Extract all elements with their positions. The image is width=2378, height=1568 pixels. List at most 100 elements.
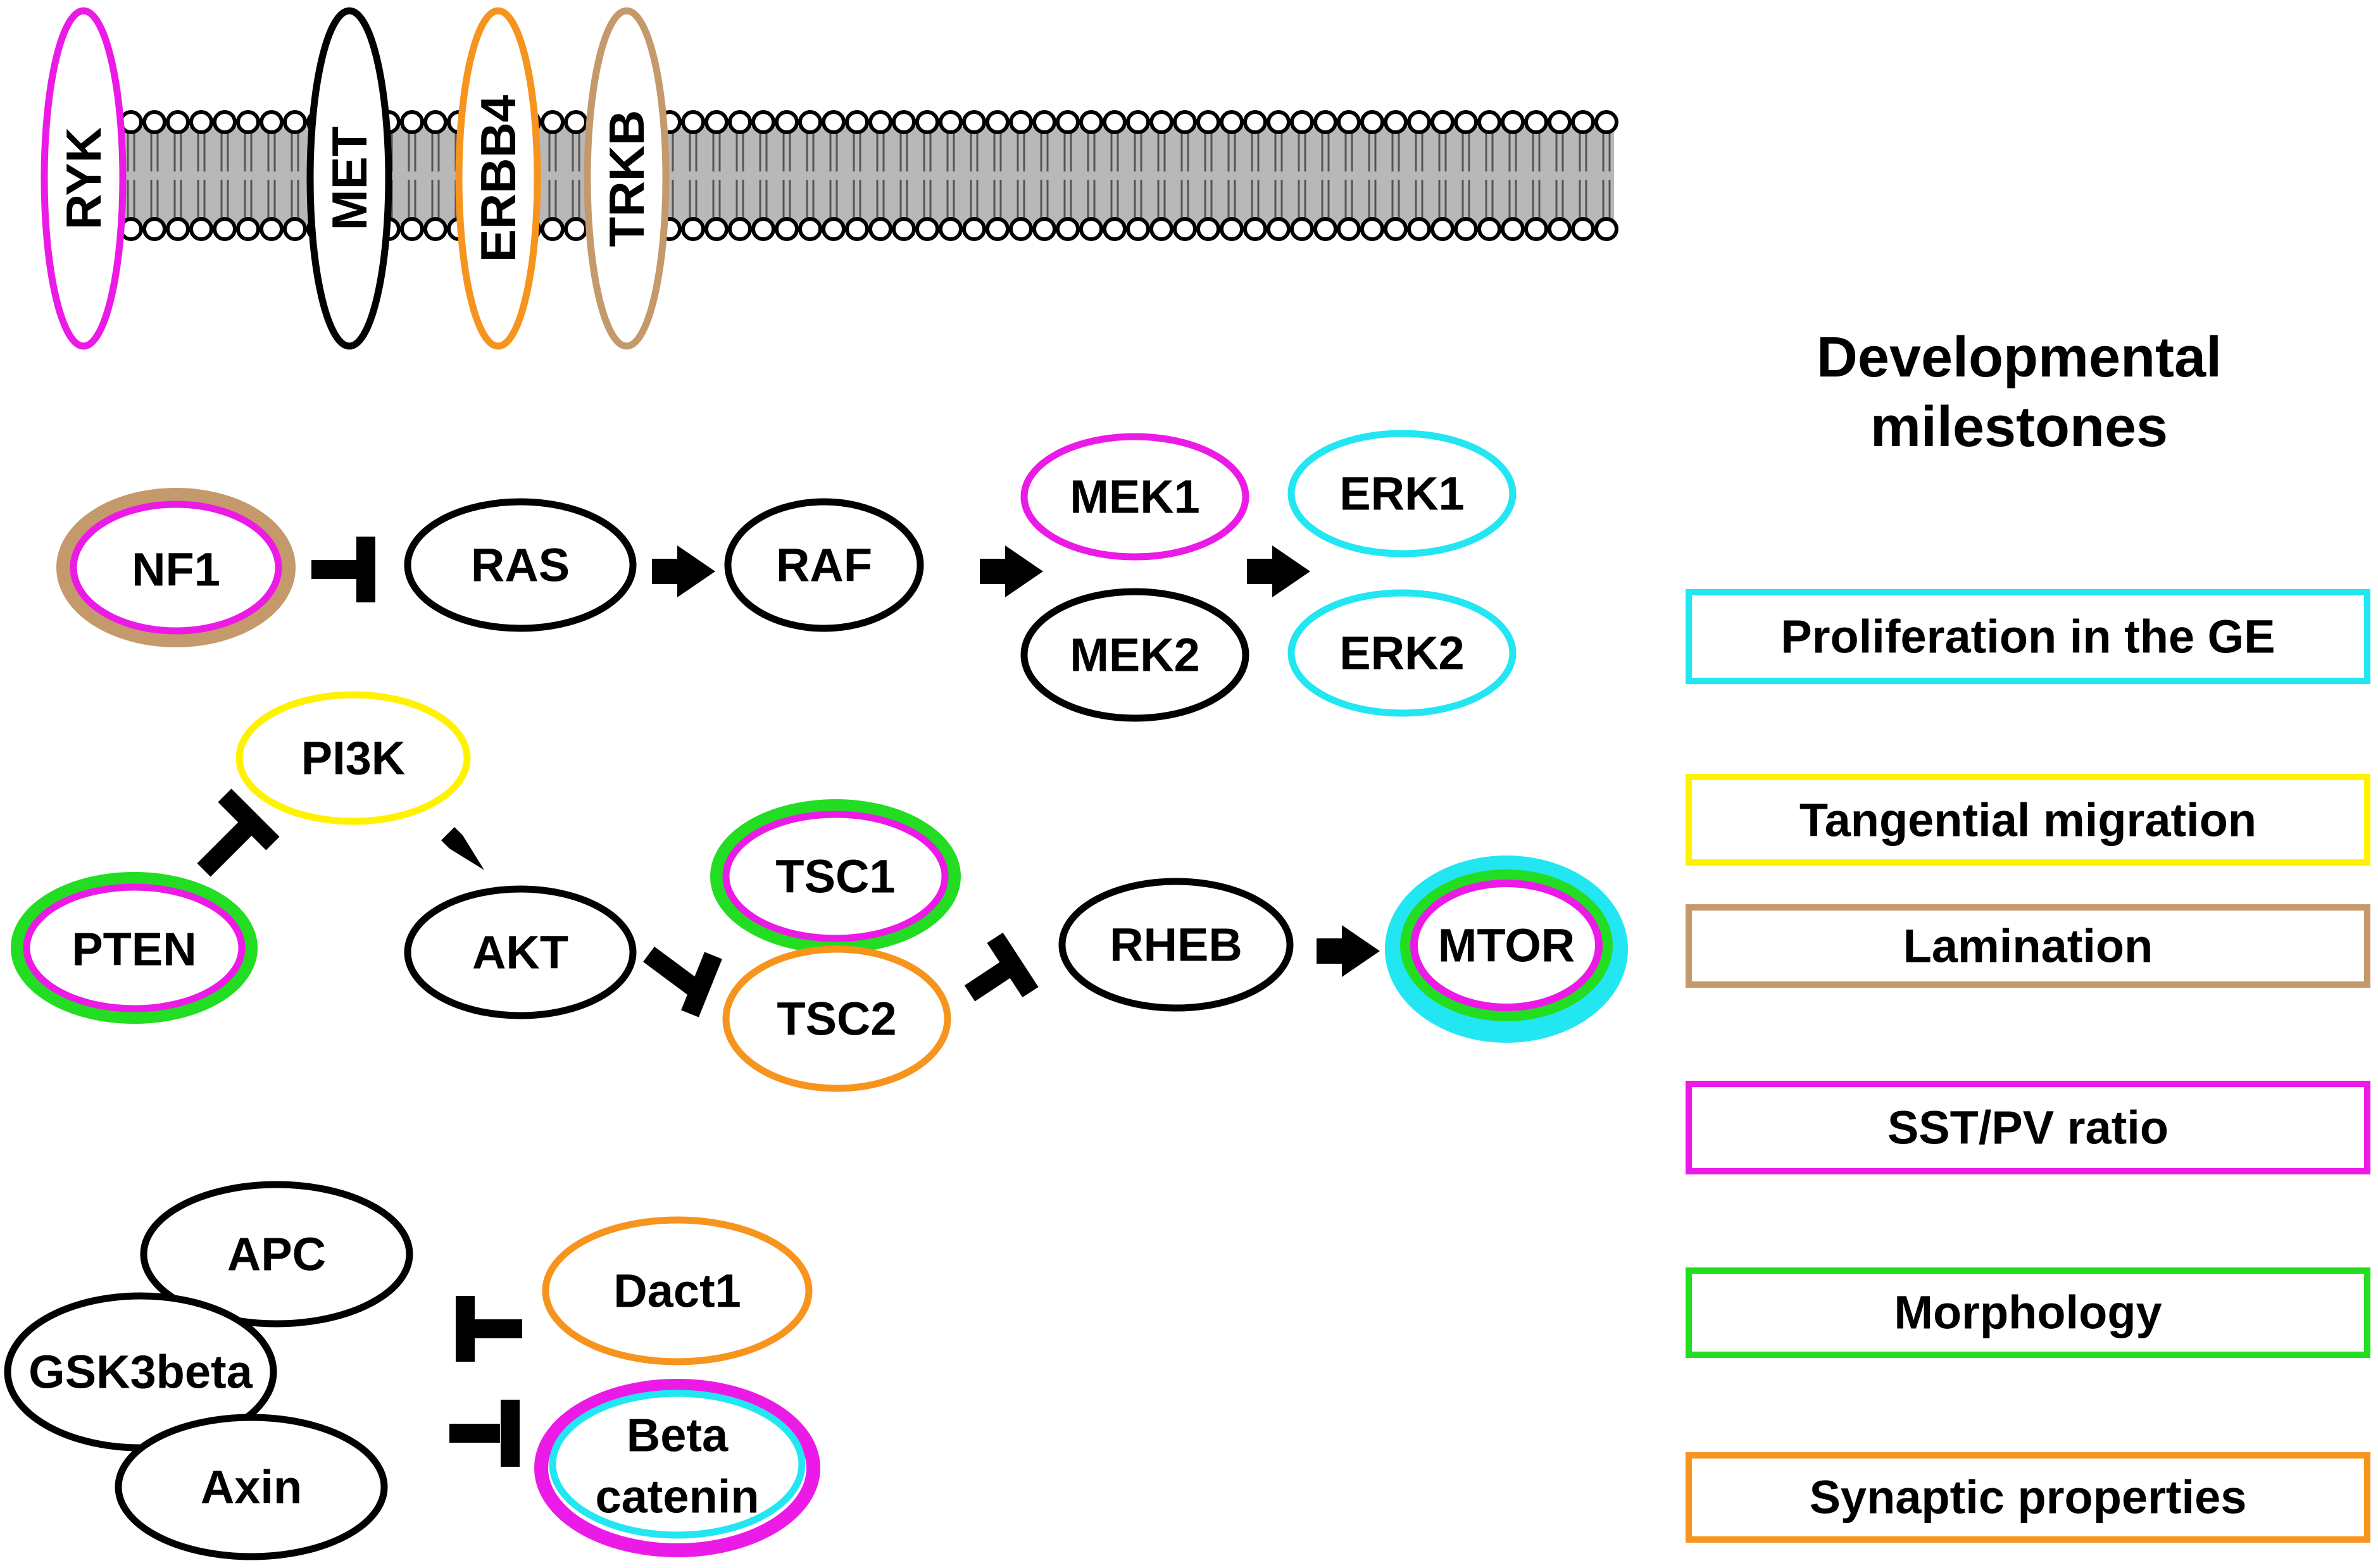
lipid-tail	[127, 132, 135, 171]
beta-catenin-outer-ring	[534, 1379, 820, 1557]
inhibit-pten-pi3k	[197, 788, 280, 877]
node-akt: AKT	[404, 885, 637, 1019]
lipid-head	[751, 110, 775, 134]
lipid-tail	[197, 180, 206, 219]
receptor-trkb-label: TRKB	[599, 110, 654, 247]
nf1-inner-ring	[70, 501, 282, 635]
lipid-head	[845, 217, 869, 241]
inhibit-pten-pi3k-bar	[218, 788, 280, 850]
arrow-ras-raf	[652, 545, 715, 597]
lipid-tail	[1321, 132, 1330, 171]
lipid-tail	[946, 132, 955, 171]
lipid-tail	[1391, 132, 1400, 171]
legend-box-synaptic-properties	[1686, 1452, 2370, 1543]
lipid-head	[1290, 217, 1314, 241]
akt-ring	[404, 885, 637, 1019]
inhibit-akt-tsc	[643, 946, 722, 1017]
lipid-head	[822, 110, 846, 134]
mek1-label: MEK1	[1070, 471, 1200, 523]
receptor-erbb4: ERBB4	[455, 7, 541, 350]
lipid-tail	[1579, 132, 1587, 171]
receptor-trkb: TRKB	[584, 7, 670, 350]
lipid-tail	[1063, 180, 1072, 219]
legend-box-tangential-migration	[1686, 774, 2370, 866]
ras-ring	[404, 498, 637, 632]
legend-item-tangential-migration: Tangential migration	[1686, 774, 2370, 866]
receptor-met: MET	[306, 7, 392, 350]
lipid-tail	[1415, 132, 1424, 171]
lipid-head	[213, 217, 237, 241]
apc-label: APC	[227, 1228, 326, 1281]
lipid-head	[1571, 110, 1595, 134]
lipid-head	[564, 110, 588, 134]
lipid-tail	[572, 180, 580, 219]
lipid-head	[1056, 217, 1080, 241]
lipid-tail	[1602, 180, 1611, 219]
lipid-head	[1149, 217, 1173, 241]
lipid-tail	[572, 132, 580, 171]
mtor-center	[1418, 887, 1595, 1004]
legend-item-morphology: Morphology	[1686, 1267, 2370, 1358]
lipid-head	[915, 110, 939, 134]
lipid-tail	[150, 180, 159, 219]
lipid-head	[728, 217, 752, 241]
lipid-tail	[1017, 180, 1025, 219]
inhibit-pten-pi3k-shaft	[197, 819, 255, 877]
lipid-head	[1384, 110, 1408, 134]
lipid-tail	[1251, 180, 1260, 219]
rheb-label: RHEB	[1110, 919, 1242, 971]
dact1-ring	[542, 1216, 813, 1366]
lipid-tail	[876, 180, 885, 219]
lipid-tail	[806, 132, 815, 171]
erk1-label: ERK1	[1339, 468, 1464, 520]
lipid-head	[986, 110, 1010, 134]
node-mek1: MEK1	[1020, 433, 1249, 561]
nf1-outer-ring	[56, 488, 296, 647]
receptor-ryk-label: RYK	[56, 127, 111, 230]
lipid-head	[868, 110, 892, 134]
lipid-tail	[1555, 180, 1564, 219]
node-tsc2: TSC2	[722, 945, 951, 1092]
lipid-tail	[1110, 132, 1119, 171]
lipid-tail	[1110, 180, 1119, 219]
lipid-head	[1032, 217, 1056, 241]
node-ras: RAS	[404, 498, 637, 632]
lipid-head	[728, 110, 752, 134]
lipid-tail	[853, 180, 861, 219]
lipid-tail	[782, 180, 791, 219]
lipid-tail	[1227, 132, 1236, 171]
lipid-head	[1501, 217, 1525, 241]
lipid-tail	[1415, 180, 1424, 219]
lipid-head	[1079, 217, 1103, 241]
pi3k-label: PI3K	[301, 732, 406, 785]
lipid-tail	[1461, 132, 1470, 171]
lipid-head	[775, 217, 799, 241]
node-pi3k: PI3K	[235, 691, 471, 825]
lipid-tail	[759, 132, 768, 171]
lipid-head	[1009, 217, 1033, 241]
node-erk2: ERK2	[1287, 589, 1517, 717]
lipid-head	[1126, 110, 1150, 134]
lipid-head	[1173, 110, 1197, 134]
legend-label-proliferation: Proliferation in the GE	[1780, 611, 2275, 663]
legend-label-tangential-migration: Tangential migration	[1799, 794, 2256, 847]
lipid-tail	[970, 180, 979, 219]
lipid-head	[236, 217, 260, 241]
lipid-head	[892, 110, 916, 134]
inhibit-akt-tsc-bar	[681, 952, 722, 1017]
lipid-head	[681, 110, 705, 134]
lipid-tail	[735, 180, 744, 219]
legend-item-proliferation: Proliferation in the GE	[1686, 589, 2370, 684]
lipid-tail	[782, 132, 791, 171]
inhibit-dact1	[456, 1296, 522, 1362]
lipid-head	[962, 110, 986, 134]
node-rheb: RHEB	[1058, 878, 1294, 1012]
lipid-tail	[291, 132, 299, 171]
lipid-tail	[1368, 180, 1377, 219]
lipid-tail	[1134, 132, 1142, 171]
node-erk1: ERK1	[1287, 430, 1517, 557]
cell-membrane	[96, 110, 1618, 241]
lipid-tail	[173, 132, 182, 171]
akt-label: AKT	[472, 926, 568, 979]
